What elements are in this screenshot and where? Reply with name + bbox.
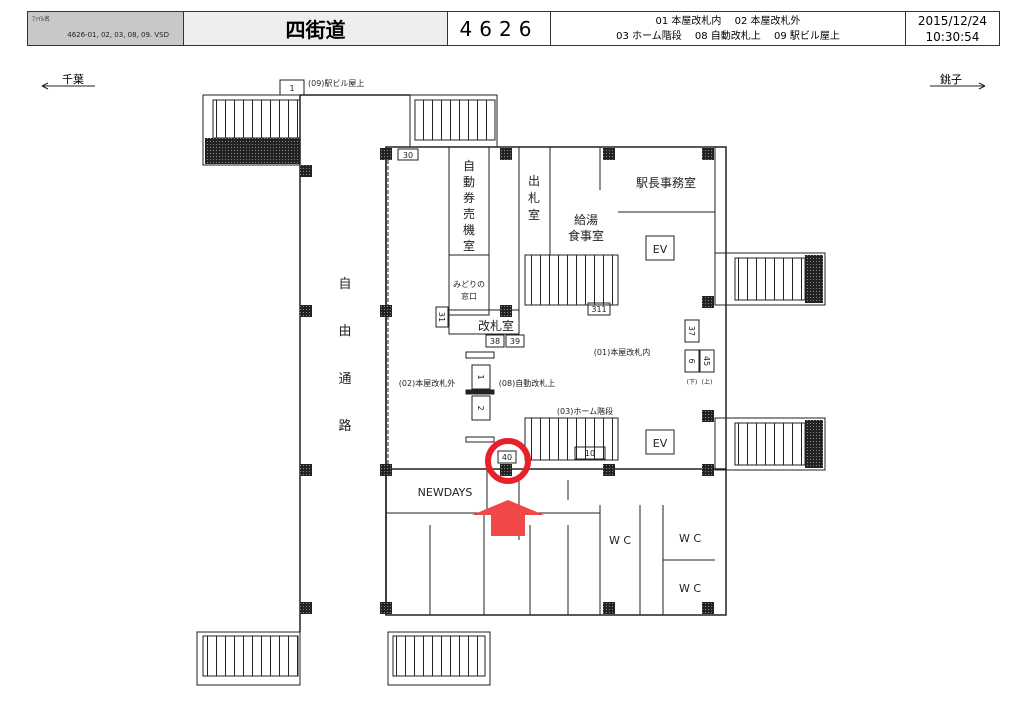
location-marker-circle — [485, 438, 531, 484]
kitchen-label-2: 食事室 — [568, 228, 604, 243]
date: 2015/12/24 — [917, 14, 988, 28]
free-passage-1: 自 — [338, 277, 351, 292]
gate-2: 2 — [476, 405, 485, 410]
num-311: 311 — [591, 305, 606, 314]
label-autogate: (08)自動改札上 — [499, 378, 555, 388]
arrow-left-icon — [41, 82, 95, 90]
ticket-office-char: 出 — [528, 174, 540, 188]
num-30: 30 — [403, 151, 413, 160]
free-passage-3: 通 — [338, 372, 351, 387]
elevator-label: EV — [653, 243, 668, 256]
header-table: ﾌｧｲﾙ名 4626-01, 02, 03, 08, 09. VSD 四街道 4… — [27, 11, 1000, 46]
station-name: 四街道 — [184, 12, 448, 45]
newdays-shop: NEWDAYS — [418, 486, 473, 499]
label-up: (上) — [702, 378, 713, 386]
label-platform-stairs: (03)ホーム階段 — [557, 406, 613, 416]
label-down: (下) — [687, 379, 698, 386]
exit-list-line1: 01 本屋改札内 02 本屋改札外 — [655, 16, 801, 27]
free-passage-2: 由 — [338, 324, 351, 339]
ticket-office-char: 室 — [528, 207, 540, 222]
station-code: 4626 — [448, 12, 551, 45]
ticket-office-char: 札 — [528, 191, 540, 205]
location-arrow-icon — [472, 500, 544, 536]
ticket-machine-room-char: 室 — [463, 238, 475, 253]
midori-label-1: みどりの — [453, 280, 485, 289]
kitchen-label-1: 給湯 — [574, 213, 598, 227]
gate-office-label: 改札室 — [478, 318, 514, 333]
direction-right-label: 銚子 — [940, 73, 962, 86]
num-39: 39 — [510, 337, 520, 346]
num-31: 31 — [437, 312, 446, 322]
num-40: 40 — [502, 453, 512, 462]
ticket-machine-room-char: 券 — [463, 190, 475, 205]
label-rooftop: (09)駅ビル屋上 — [308, 79, 364, 88]
ticket-machine-room-char: 売 — [463, 206, 475, 221]
arrow-right-icon — [930, 82, 986, 90]
num-38: 38 — [490, 337, 500, 346]
num-1: 1 — [289, 84, 294, 93]
label-inside-gate: (01)本屋改札内 — [594, 347, 650, 357]
ticket-machine-room-char: 自 — [463, 159, 475, 173]
file-cell: ﾌｧｲﾙ名 4626-01, 02, 03, 08, 09. VSD — [28, 12, 184, 45]
file-label: ﾌｧｲﾙ名 — [32, 16, 51, 23]
station-master-office: 駅長事務室 — [636, 175, 696, 190]
label-box — [279, 79, 305, 96]
num-45: 45 — [702, 356, 711, 366]
file-name: 4626-01, 02, 03, 08, 09. VSD — [67, 31, 169, 39]
time: 10:30:54 — [925, 30, 980, 44]
exit-list-line2: 03 ホーム階段 08 自動改札上 09 駅ビル屋上 — [616, 31, 840, 42]
restroom-label: W C — [609, 534, 631, 547]
ticket-machine-room-char: 機 — [463, 222, 475, 237]
exit-list: 01 本屋改札内 02 本屋改札外 03 ホーム階段 08 自動改札上 09 駅… — [551, 12, 906, 45]
datetime: 2015/12/24 10:30:54 — [906, 12, 999, 45]
ticket-machine-room-char: 動 — [463, 175, 475, 189]
midori-label-2: 窓口 — [461, 291, 477, 301]
restroom-label: W C — [679, 582, 701, 595]
gate-1: 1 — [476, 374, 485, 379]
num-10: 10 — [585, 449, 595, 458]
free-passage-4: 路 — [338, 418, 351, 434]
restroom-label: W C — [679, 532, 701, 545]
num-6: 6 — [687, 358, 696, 363]
label-outside-gate: (02)本屋改札外 — [399, 378, 455, 388]
elevator-label: EV — [653, 437, 668, 450]
num-37: 37 — [687, 326, 696, 336]
direction-left-label: 千葉 — [62, 73, 84, 86]
